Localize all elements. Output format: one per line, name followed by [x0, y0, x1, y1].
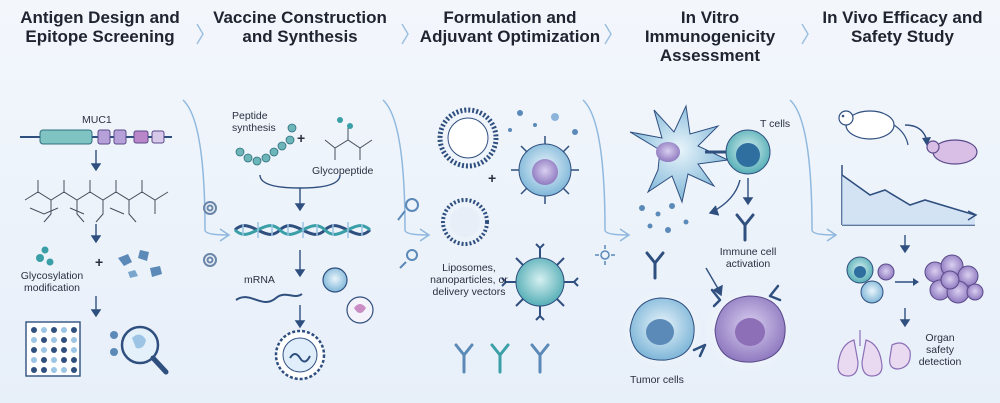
flow-arrow-1 — [182, 99, 229, 236]
dendritic-cell-icon — [629, 104, 730, 204]
activation-arrows — [705, 178, 754, 297]
tumor-curve-chart-icon — [841, 165, 978, 226]
flow-arrow-3 — [582, 99, 629, 236]
immune-cells-icon — [846, 256, 895, 304]
dna-helix-icon — [233, 222, 372, 238]
liposome-icon — [437, 107, 499, 169]
flow-arrow-3-head — [619, 228, 631, 242]
chevron-right-icon — [801, 23, 809, 45]
flow-arrow-2 — [382, 99, 429, 236]
mrna-nanoparticle-icon — [274, 329, 326, 381]
glycopeptide-structure-icon — [324, 117, 373, 160]
label-delivery-vectors: Liposomes, nanoparticles, or delivery ve… — [430, 262, 508, 298]
adjuvant-particle-icon — [511, 136, 579, 204]
label-muc1: MUC1 — [82, 114, 112, 126]
peptide-bead-chain-icon — [235, 123, 297, 166]
label-peptide-synthesis: Peptide synthesis — [232, 110, 276, 134]
down-arrow-icon — [90, 224, 102, 244]
label-tumor-cells: Tumor cells — [630, 374, 684, 386]
scatter-dots-icon — [508, 110, 578, 135]
flow-arrow-2-head — [419, 228, 431, 242]
chevron-right-icon — [401, 23, 409, 45]
stage-title-in-vitro: In Vitro Immunogenicity Assessment — [644, 8, 776, 65]
down-arrow-icon — [294, 305, 306, 329]
magnifier-icon — [110, 325, 169, 375]
antibody-icons — [645, 213, 755, 280]
down-arrow-icon — [899, 308, 911, 328]
flow-arrow-4 — [789, 99, 836, 236]
down-arrow-icon — [90, 150, 102, 172]
label-glycosylation: Glycosylation modification — [20, 270, 84, 294]
organ-icon — [889, 342, 911, 370]
down-arrow-icon — [90, 296, 102, 318]
label-t-cells: T cells — [760, 118, 791, 130]
sugar-chain-icon — [36, 246, 54, 266]
stage-title-antigen-design: Antigen Design and Epitope Screening — [20, 8, 180, 46]
mrna-strand-icon — [235, 293, 303, 303]
tumor-mass-icon — [924, 254, 984, 304]
plus-sign: + — [488, 170, 497, 186]
label-glycopeptide: Glycopeptide — [312, 165, 374, 177]
stage-title-vaccine-construction: Vaccine Construction and Synthesis — [213, 8, 387, 46]
label-organ-safety: Organ safety detection — [918, 332, 962, 368]
delivery-vector-icon — [501, 243, 579, 321]
gene-sun-icon — [595, 245, 615, 265]
treated-mouse-icon — [926, 139, 978, 165]
down-arrow-icon — [294, 188, 306, 212]
plus-sign: + — [95, 254, 104, 270]
lungs-icon — [837, 330, 883, 377]
label-mrna: mRNA — [244, 274, 275, 286]
lnp-small-icon — [322, 267, 374, 324]
flow-arrow-4-head — [826, 228, 838, 242]
plus-sign: + — [297, 130, 306, 146]
down-arrow-icon — [899, 235, 911, 254]
dots-icon — [639, 203, 689, 233]
tumor-cell-icon — [622, 290, 702, 370]
label-immune-activation: Immune cell activation — [719, 246, 777, 270]
stage-title-in-vivo: In Vivo Efficacy and Safety Study — [822, 8, 983, 46]
tumor-cell-icon — [692, 284, 792, 374]
key-icon — [397, 198, 419, 269]
peptide-structure-icon — [24, 180, 169, 223]
muc1-gene-bar — [20, 129, 172, 145]
t-cell-icon — [705, 129, 771, 175]
flow-arrow-1-head — [219, 228, 231, 242]
chevron-right-icon — [604, 23, 612, 45]
nanoparticle-icon — [441, 198, 489, 246]
gear-icon — [203, 201, 217, 267]
mouse-icon — [838, 110, 909, 146]
glycan-blobs-icon — [118, 250, 162, 278]
microarray-grid-icon — [25, 321, 81, 377]
stage-title-formulation: Formulation and Adjuvant Optimization — [419, 8, 601, 46]
antibody-icons — [454, 343, 550, 374]
down-arrow-icon — [294, 250, 306, 278]
chevron-right-icon — [196, 23, 204, 45]
